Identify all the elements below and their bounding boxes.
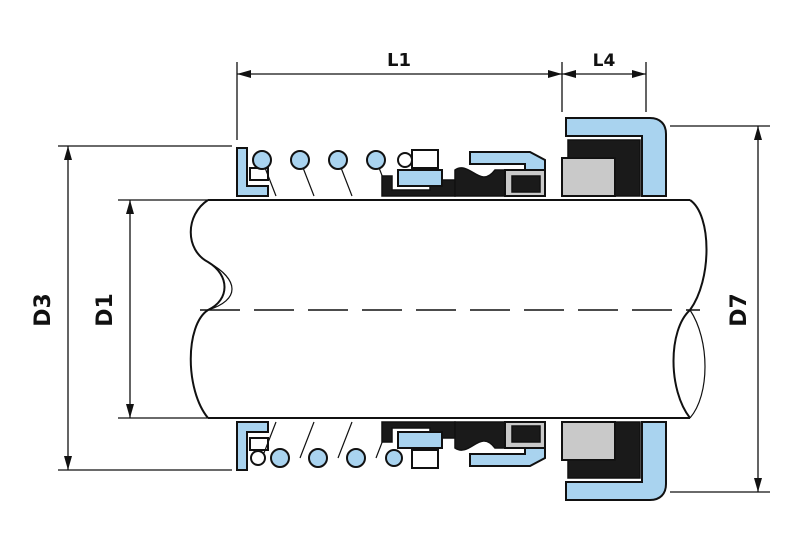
- spring-retainer-top: [236, 147, 269, 197]
- retainer-lip-bottom: [249, 437, 269, 451]
- gland-cup-bottom: [565, 421, 667, 501]
- dimension-label-L1: L1: [387, 50, 411, 71]
- seat-gasket-top: [567, 139, 641, 197]
- shaft-left-break: [189, 199, 226, 419]
- dimension-D1: D1: [93, 199, 208, 419]
- shaft-right-break: [672, 199, 708, 419]
- stationary-seat-bottom: [561, 421, 616, 461]
- elastomer-top: [454, 167, 506, 197]
- seat-gasket-bottom: [567, 421, 641, 479]
- dimension-label-L4: L4: [593, 51, 616, 71]
- drive-band-bottom: [397, 431, 443, 449]
- seal-top-half: [236, 117, 667, 197]
- dimension-D3: D3: [31, 145, 232, 471]
- elastomer-bottom: [454, 421, 506, 451]
- shaft: [189, 199, 708, 419]
- collar-top: [411, 149, 439, 169]
- stationary-seat-top: [561, 157, 616, 197]
- gland-cup-top: [565, 117, 667, 197]
- spring-bottom: [250, 421, 403, 468]
- shaft-right-break-inner: [689, 309, 706, 419]
- spring-retainer-bottom: [236, 421, 269, 471]
- dimension-label-D7: D7: [727, 293, 752, 327]
- drive-band-top: [397, 169, 443, 187]
- seal-bottom-half: [236, 421, 667, 501]
- shaft-left-break-inner: [207, 261, 233, 311]
- dimension-label-D3: D3: [31, 293, 56, 327]
- dimension-L1: L1: [236, 50, 563, 140]
- dimension-D7: D7: [670, 125, 770, 493]
- collar-bottom: [411, 449, 439, 469]
- face-insert-top: [511, 175, 541, 193]
- dimension-L4: L4: [562, 51, 647, 112]
- dimension-label-D1: D1: [93, 293, 118, 327]
- face-insert-bottom: [511, 425, 541, 443]
